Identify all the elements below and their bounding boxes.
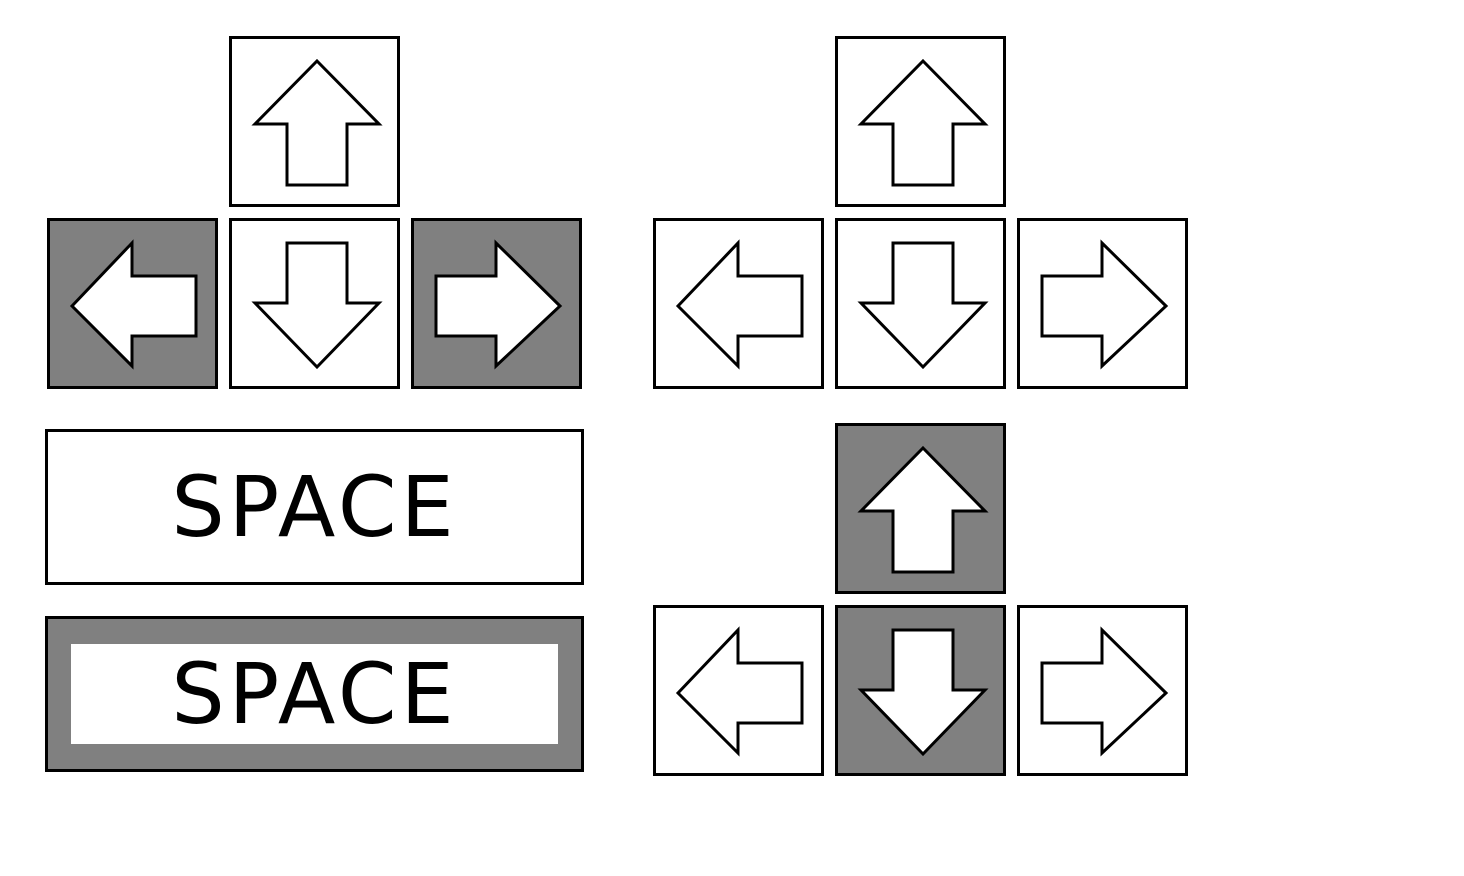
- down-key[interactable]: [229, 218, 400, 389]
- up-key[interactable]: [835, 423, 1006, 594]
- arrow-down-icon: [857, 628, 989, 757]
- space-key-face: SPACE: [48, 432, 581, 582]
- arrow-left-icon: [69, 239, 198, 370]
- left-key[interactable]: [653, 218, 824, 389]
- space-key-label: SPACE: [171, 645, 458, 743]
- right-key[interactable]: [1017, 605, 1188, 776]
- arrow-up-icon: [857, 445, 989, 574]
- space-key[interactable]: SPACE: [45, 429, 584, 585]
- arrow-up-icon: [857, 58, 989, 187]
- up-key[interactable]: [229, 36, 400, 207]
- left-key[interactable]: [47, 218, 218, 389]
- arrow-down-icon: [857, 241, 989, 370]
- left-key[interactable]: [653, 605, 824, 776]
- up-key[interactable]: [835, 36, 1006, 207]
- arrow-up-icon: [251, 58, 383, 187]
- arrow-left-icon: [675, 626, 804, 757]
- arrow-down-icon: [251, 241, 383, 370]
- space-key-label: SPACE: [171, 458, 458, 556]
- space-key-pressed[interactable]: SPACE: [45, 616, 584, 772]
- arrow-left-icon: [675, 239, 804, 370]
- arrow-right-icon: [434, 239, 563, 370]
- down-key[interactable]: [835, 605, 1006, 776]
- arrow-right-icon: [1040, 239, 1169, 370]
- space-key-face: SPACE: [71, 644, 558, 744]
- right-key[interactable]: [411, 218, 582, 389]
- right-key[interactable]: [1017, 218, 1188, 389]
- arrow-right-icon: [1040, 626, 1169, 757]
- down-key[interactable]: [835, 218, 1006, 389]
